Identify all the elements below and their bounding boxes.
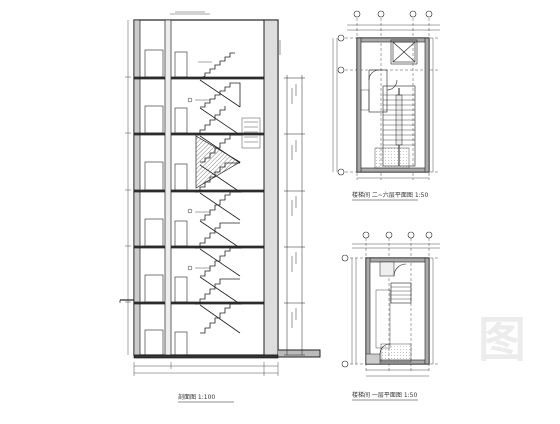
section-notes [195, 61, 261, 269]
upper-stair-treads [383, 94, 415, 146]
section-dim-text-right [279, 40, 297, 328]
lower-stair-start [390, 282, 412, 304]
stair-flights [195, 52, 242, 334]
upper-lobby [368, 69, 388, 113]
section-outline [133, 19, 279, 356]
axis-bubbles-lower [341, 231, 433, 368]
caption-plan-lower: 楼梯间 一层平面图 1:50 [352, 392, 418, 399]
section-column [164, 19, 172, 356]
hatched-region [195, 135, 241, 189]
stair-plan-lower [341, 231, 440, 401]
stair-section-elevation [119, 11, 321, 403]
floor-slabs [133, 76, 265, 305]
section-dimensions-left [125, 20, 131, 355]
elevator-shaft [392, 41, 416, 63]
level-markers [187, 97, 193, 271]
section-right-wall [263, 19, 279, 356]
section-doors [144, 49, 188, 356]
ground-line [133, 354, 279, 359]
section-left-wall [133, 19, 141, 356]
lower-dimensions [351, 243, 440, 377]
caption-plan-upper: 楼梯间 二~六层平面图 1:50 [352, 192, 429, 199]
section-dimensions-right [284, 75, 305, 356]
watermark: 图 [478, 312, 527, 368]
section-dimensions-bottom [133, 362, 279, 376]
ground-slab-right [278, 349, 321, 358]
axis-bubbles-upper [337, 10, 433, 176]
stair-plan-upper [332, 10, 440, 201]
caption-section: 剖面图 1:100 [178, 394, 216, 401]
upper-dimensions [332, 24, 440, 179]
